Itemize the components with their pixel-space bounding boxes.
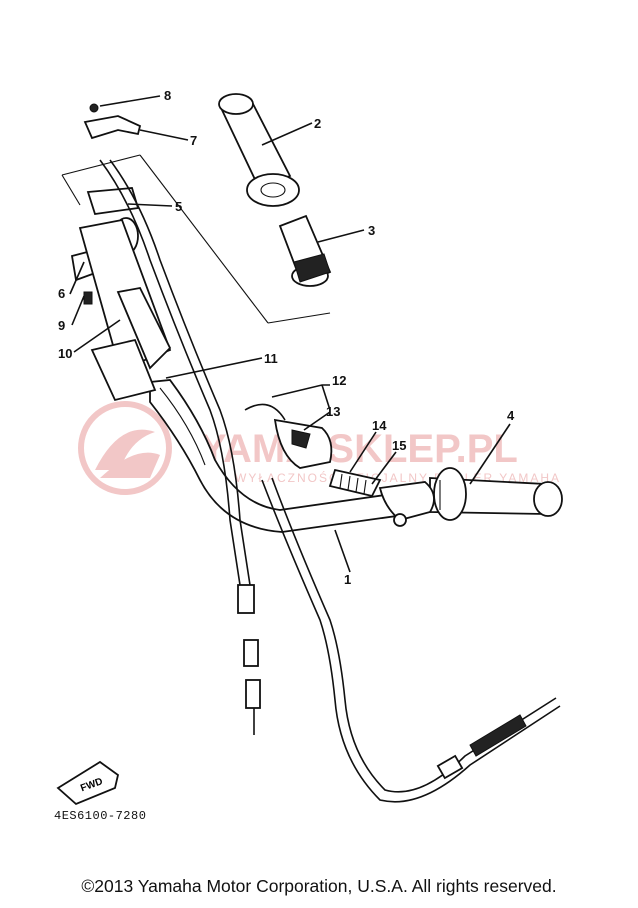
- right-grip: [429, 467, 563, 521]
- diagram-code: 4ES6100-7280: [54, 809, 147, 823]
- callout-15: 15: [392, 438, 406, 453]
- throttle-housing: [70, 103, 172, 402]
- clutch-cable: [261, 477, 561, 803]
- callout-2: 2: [314, 116, 321, 131]
- clutch-lever-assembly: [244, 403, 435, 527]
- callout-4: 4: [507, 408, 515, 423]
- callout-10: 10: [58, 346, 72, 361]
- watermark-text: YAMA-SKLEP.PL: [200, 427, 518, 471]
- callout-6: 6: [58, 286, 65, 301]
- throttle-cable: [99, 159, 261, 735]
- assembly-frame: [61, 154, 331, 324]
- callout-8: 8: [164, 88, 171, 103]
- callouts: 1 2 3 4 5 6 7 8 9 10 11 12 13 14 15: [58, 88, 515, 587]
- callout-14: 14: [372, 418, 387, 433]
- callout-7: 7: [190, 133, 197, 148]
- callout-12: 12: [332, 373, 346, 388]
- watermark-logo-icon: [78, 401, 172, 495]
- watermark: YAMA-SKLEP.PL WYŁĄCZNOŚĆ OFICJALNY DEALE…: [78, 401, 559, 495]
- callout-1: 1: [344, 572, 351, 587]
- leader-lines: [69, 95, 511, 573]
- callout-3: 3: [368, 223, 375, 238]
- callout-5: 5: [175, 199, 182, 214]
- fwd-badge: FWD: [56, 760, 120, 806]
- copyright-notice: ©2013 Yamaha Motor Corporation, U.S.A. A…: [81, 876, 557, 896]
- callout-13: 13: [326, 404, 340, 419]
- throttle-grip-parts: [218, 93, 332, 287]
- callout-9: 9: [58, 318, 65, 333]
- callout-11: 11: [264, 351, 278, 366]
